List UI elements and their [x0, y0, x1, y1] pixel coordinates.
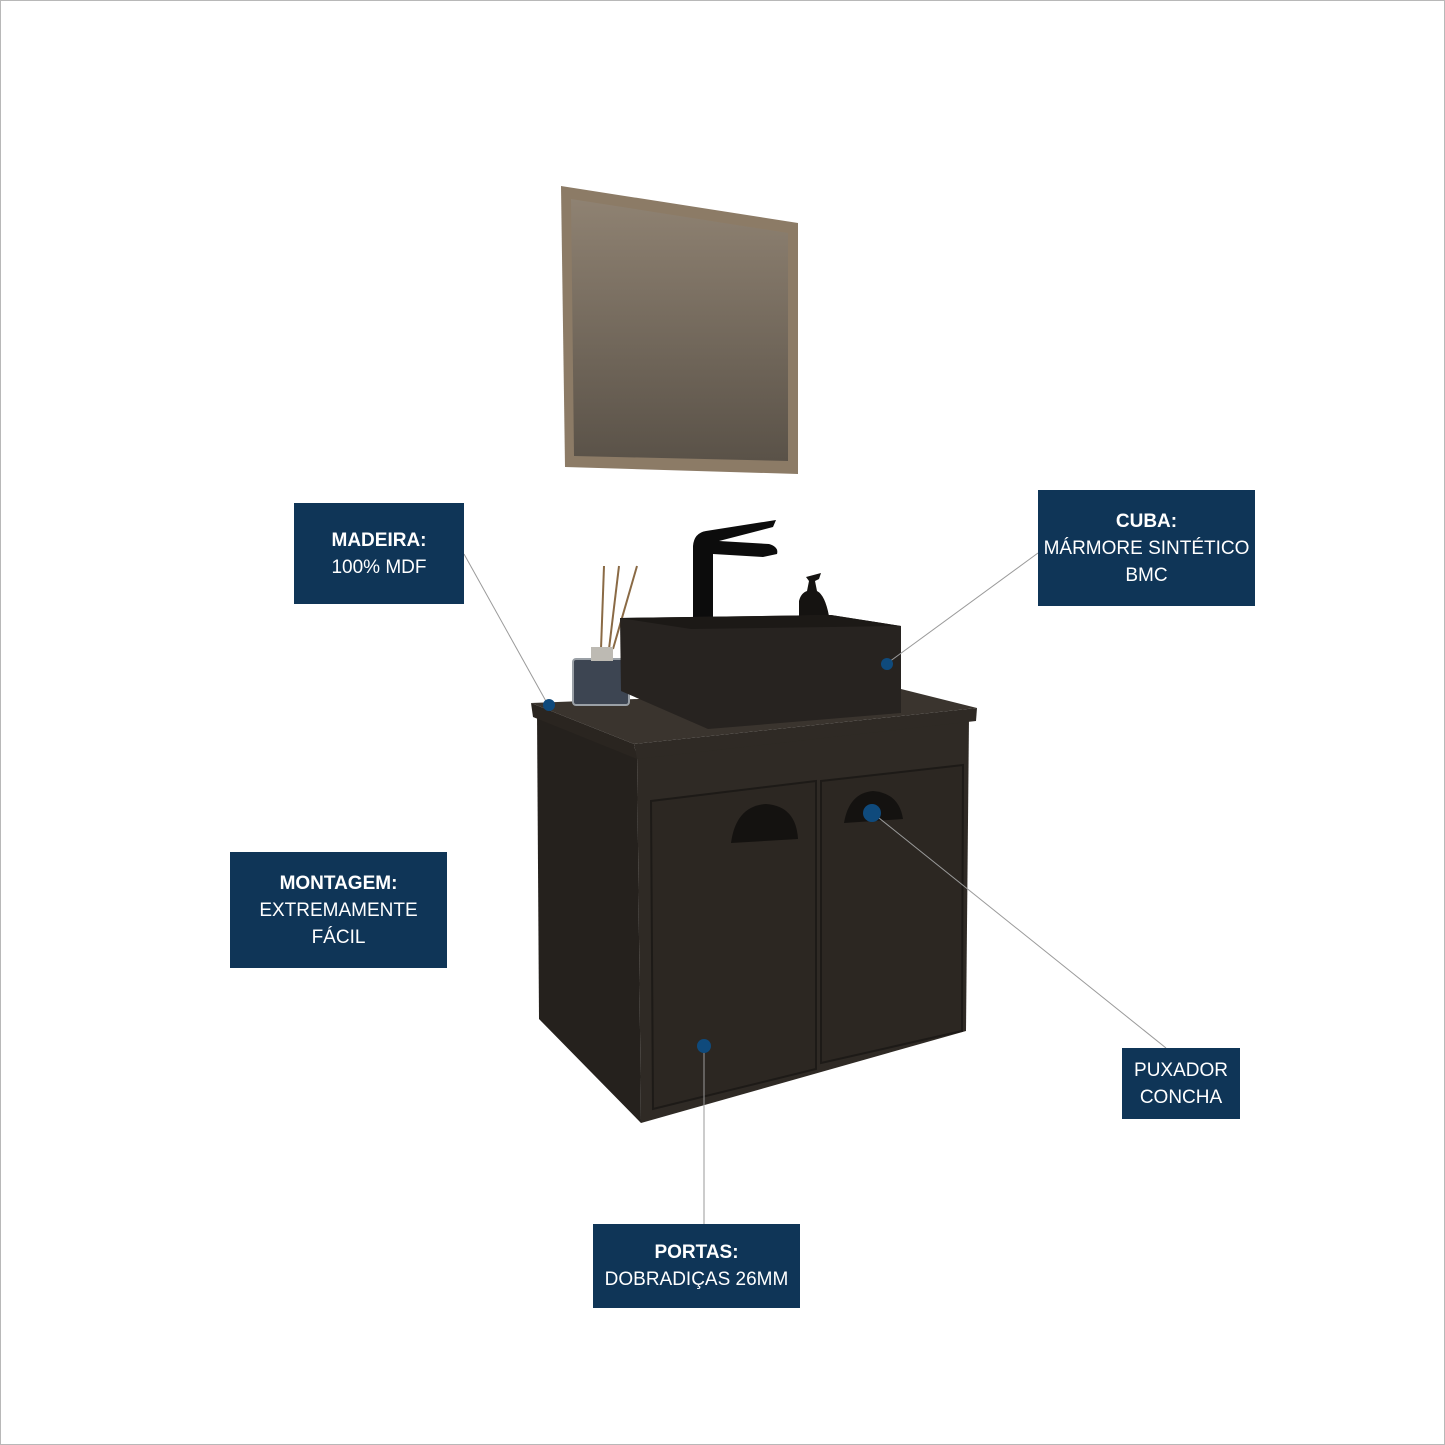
label-line: BMC	[1125, 564, 1168, 586]
label-title: MONTAGEM:	[279, 872, 398, 894]
faucet	[693, 520, 778, 619]
label-line: 100% MDF	[331, 556, 427, 578]
callout-dots	[543, 658, 893, 1053]
label-title: CUBA:	[1115, 510, 1178, 532]
label-line: CONCHA	[1139, 1086, 1223, 1108]
label-line: DOBRADIÇAS 26MM	[604, 1269, 789, 1290]
label-line: MÁRMORE SINTÉTICO	[1043, 537, 1250, 559]
label-line: FÁCIL	[311, 926, 366, 948]
label-title: MADEIRA:	[331, 529, 427, 551]
sink-basin	[620, 615, 901, 729]
label-line: PUXADOR	[1134, 1059, 1228, 1081]
cabinet	[531, 689, 977, 1123]
diffuser	[572, 565, 638, 706]
label-montagem: MONTAGEM: EXTREMAMENTE FÁCIL	[230, 852, 447, 968]
label-portas: PORTAS: DOBRADIÇAS 26MM	[593, 1224, 800, 1308]
soap-dispenser	[799, 573, 829, 616]
label-madeira: MADEIRA: 100% MDF	[294, 503, 464, 604]
callout-lines	[463, 552, 1167, 1224]
label-title: PORTAS:	[654, 1242, 739, 1263]
label-puxador: PUXADOR CONCHA	[1122, 1048, 1240, 1119]
mirror	[561, 186, 798, 474]
label-cuba: CUBA: MÁRMORE SINTÉTICO BMC	[1038, 490, 1255, 606]
label-line: EXTREMAMENTE	[259, 899, 418, 921]
left-shell-handle	[731, 804, 798, 843]
